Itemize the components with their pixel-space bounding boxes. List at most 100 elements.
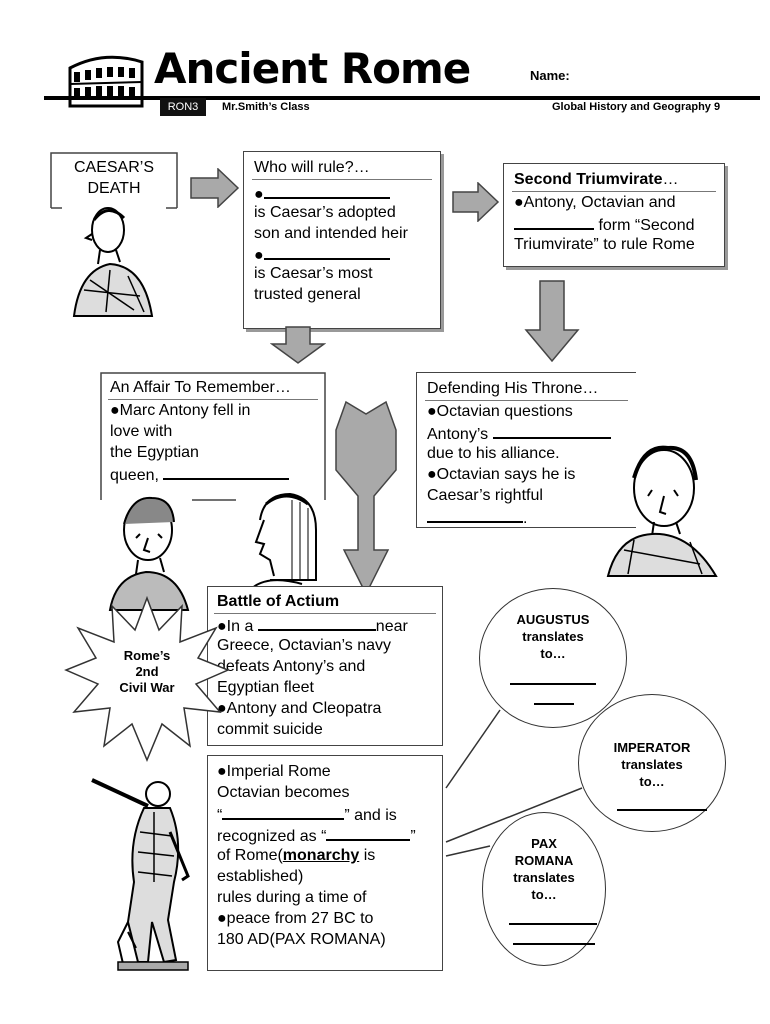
cleopatra-portrait [249, 492, 317, 591]
header-rule [44, 96, 760, 100]
name-label: Name: [530, 68, 570, 83]
starburst-text: Rome’s 2nd Civil War [64, 648, 230, 696]
augustus-circle: AUGUSTUS translates to… [479, 588, 627, 728]
imperial-line3: “” and is [217, 804, 397, 826]
pax-label-2: ROMANA [514, 853, 574, 868]
defending-line5: Caesar’s rightful [427, 487, 543, 504]
augustus-translates: translates [522, 629, 584, 644]
actium-title-rule [214, 613, 436, 614]
header: Ancient Rome RON3 Mr.Smith’s Class Name:… [0, 40, 770, 120]
imperial-line7: rules during a time of [217, 889, 367, 906]
page-title: Ancient Rome [154, 44, 471, 93]
right-arrow-icon [452, 182, 500, 222]
starburst-line3: Civil War [119, 680, 175, 695]
imperator-circle: IMPERATOR translates to… [578, 694, 726, 832]
triumvirate-title-suffix: … [662, 171, 679, 188]
bullet: ● [254, 186, 264, 203]
down-arrow-icon [524, 280, 580, 362]
blank-trusted-general[interactable] [263, 244, 390, 260]
who-title: Who will rule?… [254, 159, 370, 176]
blank-imperator[interactable] [617, 809, 707, 811]
affair-box: An Affair To Remember… ●Marc Antony fell… [100, 372, 326, 502]
battle-of-actium-box: Battle of Actium ●In a near Greece, Octa… [207, 586, 443, 746]
antony-portrait [108, 496, 190, 611]
pax-romana-circle: PAX ROMANA translates to… [482, 812, 606, 966]
blank-pax-1[interactable] [509, 923, 597, 925]
who-line2: son and intended heir [254, 225, 408, 242]
imperial-line5: of Rome(monarchy is [217, 847, 376, 864]
actium-line4: Egyptian fleet [217, 679, 314, 696]
pax-label-1: PAX [531, 836, 557, 851]
connector-lines [445, 709, 583, 857]
colosseum-icon [68, 55, 144, 108]
caesar-death-line2: DEATH [87, 180, 141, 197]
class-label: Mr.Smith’s Class [222, 101, 310, 113]
actium-line6: commit suicide [217, 721, 323, 738]
caesar-portrait [72, 207, 154, 317]
caesar-death-box: CAESAR’S DEATH [50, 152, 178, 210]
starburst-line1: Rome’s [123, 648, 171, 663]
bullet: ● [254, 247, 264, 264]
octavian-portrait [606, 445, 718, 577]
caesar-box-frame [50, 152, 178, 209]
actium-line1: ●In a near [217, 615, 408, 637]
defending-title: Defending His Throne… [427, 380, 599, 397]
affair-line4: queen, [110, 464, 290, 486]
blank-recognized-as[interactable] [326, 825, 411, 841]
blank-rightful-heir[interactable] [427, 507, 523, 523]
defending-line3: due to his alliance. [427, 445, 560, 462]
triumvirate-line1: ●Antony, Octavian and [514, 194, 676, 211]
blank-augustus-1[interactable] [510, 683, 596, 685]
who-line4: trusted general [254, 286, 361, 303]
right-arrow-icon [190, 168, 240, 208]
defending-line4: ●Octavian says he is [427, 466, 576, 483]
actium-line2: Greece, Octavian’s navy [217, 637, 392, 654]
imperator-to: to… [639, 774, 665, 789]
imperial-line9: 180 AD(PAX ROMANA) [217, 931, 386, 948]
blank-egyptian-queen[interactable] [163, 464, 290, 480]
double-arrow-icon [335, 400, 397, 596]
monarchy-term: monarchy [282, 847, 360, 864]
imperial-line6: established) [217, 868, 304, 885]
actium-line3: defeats Antony’s and [217, 658, 366, 675]
defending-throne-box: Defending His Throne… ●Octavian question… [416, 372, 636, 528]
augustus-statue [91, 778, 190, 971]
defending-line1: ●Octavian questions [427, 403, 573, 420]
who-line1: is Caesar’s adopted [254, 204, 396, 221]
triumvirate-title-row: Second Triumvirate… [514, 170, 679, 190]
blank-triumvirate-member[interactable] [514, 214, 594, 230]
who-line3: is Caesar’s most [254, 265, 373, 282]
second-triumvirate-box: Second Triumvirate… ●Antony, Octavian an… [503, 163, 725, 267]
blank-pax-2[interactable] [513, 943, 595, 945]
affair-box-frame [100, 372, 326, 501]
actium-title: Battle of Actium [217, 593, 340, 610]
pax-translates: translates [513, 870, 575, 885]
blank-antony-loyalty[interactable] [492, 423, 611, 439]
affair-line2: love with [110, 423, 173, 440]
actium-line5: ●Antony and Cleopatra [217, 700, 382, 717]
affair-title: An Affair To Remember… [110, 379, 291, 396]
affair-line3: the Egyptian [110, 444, 199, 461]
augustus-label: AUGUSTUS [516, 612, 590, 627]
blank-octavian-title[interactable] [222, 804, 345, 820]
imperial-line4: recognized as “” [217, 825, 416, 847]
starburst-shape [64, 596, 230, 762]
blank-battle-location[interactable] [257, 615, 376, 631]
imperial-rome-box: ●Imperial Rome Octavian becomes “” and i… [207, 755, 443, 971]
triumvirate-line2: form “Second [514, 214, 694, 236]
augustus-to: to… [540, 646, 566, 661]
defending-line6: . [427, 507, 527, 529]
affair-line1: ●Marc Antony fell in [110, 402, 251, 419]
starburst-line2: 2nd [135, 664, 159, 679]
course-label: Global History and Geography 9 [552, 101, 721, 113]
triumvirate-title-rule [512, 191, 716, 192]
pax-to: to… [531, 887, 557, 902]
imperial-line8: ●peace from 27 BC to [217, 910, 374, 927]
blank-adopted-son[interactable] [263, 183, 390, 199]
blank-augustus-2[interactable] [534, 703, 574, 705]
who-blank-row-1: ● [254, 183, 390, 205]
down-arrow-icon [270, 326, 326, 364]
triumvirate-line3: Triumvirate” to rule Rome [514, 236, 695, 253]
imperial-line2: Octavian becomes [217, 784, 350, 801]
caesar-death-line1: CAESAR’S [73, 159, 155, 176]
